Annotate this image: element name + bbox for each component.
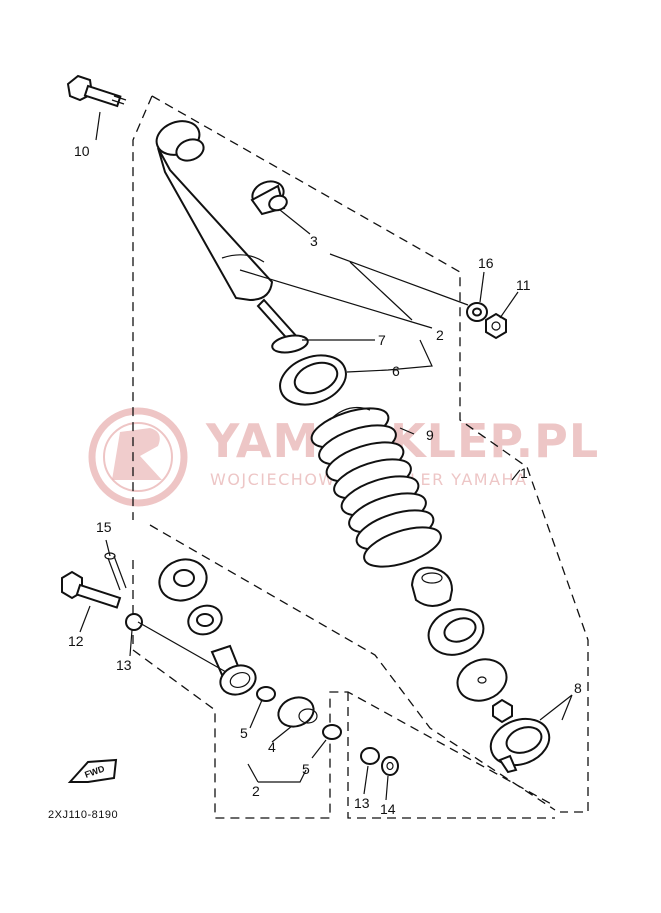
washer-part-13-bottom — [360, 747, 380, 765]
cotter-pin-part-15 — [104, 552, 127, 591]
adjuster-part-8 — [489, 717, 551, 774]
callout-2-bottom: 2 — [252, 783, 260, 799]
lower-eye-part — [210, 644, 257, 696]
callout-13-bottom: 13 — [354, 795, 370, 811]
bump-stop-part — [410, 566, 454, 607]
cup-part — [427, 608, 485, 656]
spring-coil — [363, 526, 442, 568]
collar-part-5-left — [256, 686, 276, 702]
bushing-part-3 — [250, 180, 288, 216]
lower-assembly-outline — [132, 524, 556, 819]
clip-part-7 — [271, 334, 309, 354]
washer-part-13-left — [125, 613, 143, 631]
lower-right-outline — [347, 692, 555, 819]
callout-14: 14 — [380, 801, 396, 817]
callout-5-left: 5 — [240, 725, 248, 741]
coil-spring-part-9 — [310, 407, 442, 568]
callout-4: 4 — [268, 739, 276, 755]
callout-8: 8 — [574, 680, 582, 696]
dust-seal-part — [187, 604, 223, 636]
nut-part-11 — [485, 312, 507, 340]
callout-7: 7 — [378, 332, 386, 348]
washer-part-16 — [466, 302, 488, 322]
callout-5-right: 5 — [302, 761, 310, 777]
lock-nut-part — [492, 698, 513, 724]
upper-assembly-left-edge — [132, 95, 153, 520]
plate-part — [456, 658, 508, 702]
bolt-part-10 — [66, 74, 127, 108]
callout-9: 9 — [426, 427, 434, 443]
callout-10: 10 — [74, 143, 90, 159]
callout-11: 11 — [516, 277, 531, 293]
diagram-code: 2XJ110-8190 — [48, 809, 118, 821]
callout-13-left: 13 — [116, 657, 132, 673]
spring-seat-part-6 — [279, 354, 347, 406]
callout-3: 3 — [310, 233, 318, 249]
bottom-seat-part — [158, 558, 208, 602]
callout-15: 15 — [96, 519, 112, 535]
bolt-part-12 — [61, 570, 122, 609]
callout-6: 6 — [392, 363, 400, 379]
callout-labels: 10 3 16 11 7 2 6 9 1 15 12 13 8 5 4 5 2 … — [68, 143, 582, 817]
shock-absorber-body — [155, 120, 300, 346]
callout-16: 16 — [478, 255, 494, 271]
fwd-arrow-icon: FWD — [67, 758, 118, 783]
collar-part-5-right — [322, 724, 342, 740]
callout-12: 12 — [68, 633, 84, 649]
callout-2-top: 2 — [436, 327, 444, 343]
bushing-part-4 — [277, 696, 318, 728]
callout-1: 1 — [520, 465, 528, 481]
assembly-outline — [132, 95, 589, 819]
watermark-logo — [88, 407, 188, 507]
leader-lines — [79, 111, 573, 801]
spring-top-end — [329, 407, 371, 421]
nut-part-14 — [381, 756, 399, 776]
